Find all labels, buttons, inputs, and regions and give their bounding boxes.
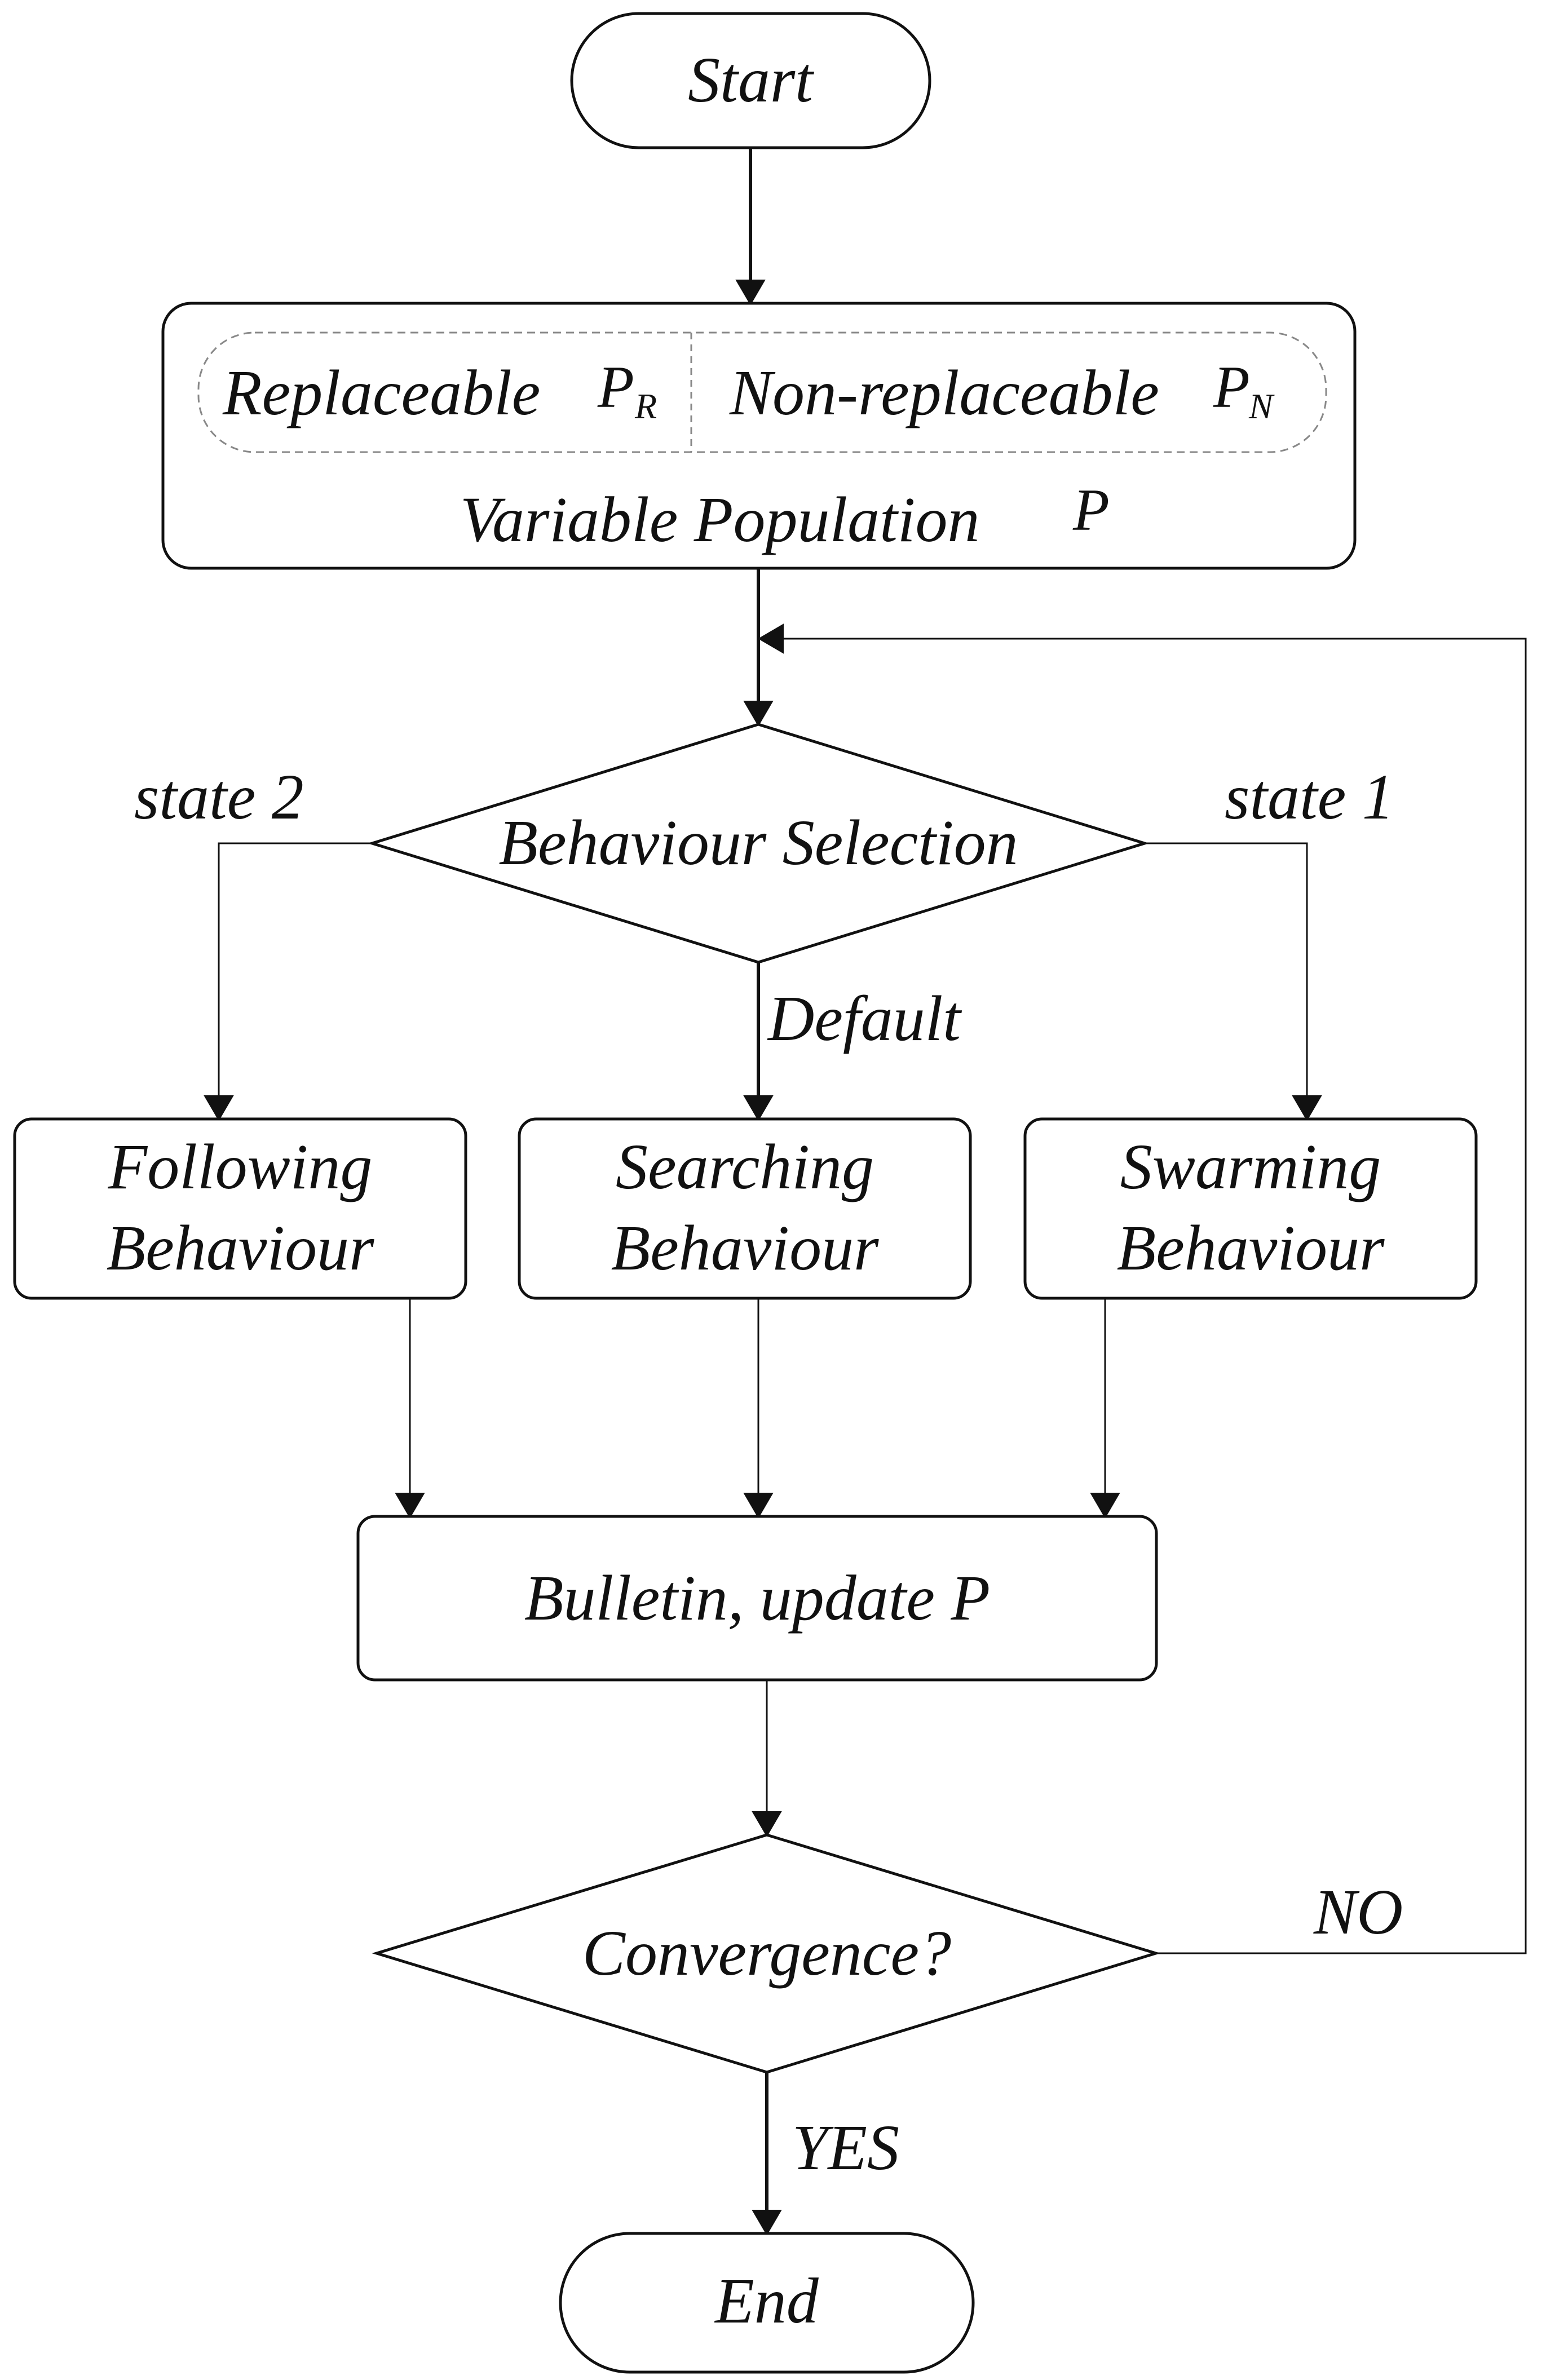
non-replaceable-subscript: N <box>1248 386 1275 426</box>
following-line1: Following <box>108 1131 373 1202</box>
edge-selection-following <box>204 842 372 1121</box>
start-terminal: Start <box>570 12 931 149</box>
searching-line1: Searching <box>616 1131 874 1202</box>
searching-line2: Behaviour <box>611 1212 880 1284</box>
bulletin-label: Bulletin, update P <box>524 1562 990 1634</box>
yes-label: YES <box>792 2112 899 2183</box>
convergence-label: Convergence? <box>582 1917 951 1989</box>
variable-population-symbol: P <box>1072 477 1110 543</box>
non-replaceable-symbol: P <box>1213 354 1250 420</box>
state1-label: state 1 <box>1225 761 1394 833</box>
swarming-line1: Swarming <box>1120 1131 1381 1202</box>
following-behaviour-box: Following Behaviour <box>13 1117 467 1300</box>
swarming-behaviour-box: Swarming Behaviour <box>1023 1117 1478 1300</box>
searching-behaviour-box: Searching Behaviour <box>518 1117 972 1300</box>
edge-convergence-no-loop <box>758 623 1527 1954</box>
following-line2: Behaviour <box>107 1212 375 1284</box>
behaviour-selection-decision: Behaviour Selection <box>367 723 1150 964</box>
non-replaceable-label: Non-replaceable <box>729 357 1159 428</box>
start-label: Start <box>688 44 814 116</box>
convergence-decision: Convergence? <box>372 1833 1161 2074</box>
no-label: NO <box>1313 1876 1403 1948</box>
behaviour-selection-label: Behaviour Selection <box>498 807 1018 878</box>
swarming-line2: Behaviour <box>1117 1212 1385 1284</box>
variable-population-label: Variable Population <box>460 484 979 555</box>
state2-label: state 2 <box>134 761 304 833</box>
end-label: End <box>714 2265 819 2337</box>
end-terminal: End <box>559 2232 975 2374</box>
edge-selection-swarming <box>1145 842 1322 1121</box>
population-subset-frame <box>197 331 1327 453</box>
default-label: Default <box>767 983 962 1054</box>
population-box: Replaceable P R Non-replaceable P N Vari… <box>161 302 1357 570</box>
replaceable-label: Replaceable <box>222 357 540 428</box>
replaceable-symbol: P <box>597 354 634 420</box>
bulletin-box: Bulletin, update P <box>356 1515 1158 1682</box>
replaceable-subscript: R <box>634 386 657 426</box>
